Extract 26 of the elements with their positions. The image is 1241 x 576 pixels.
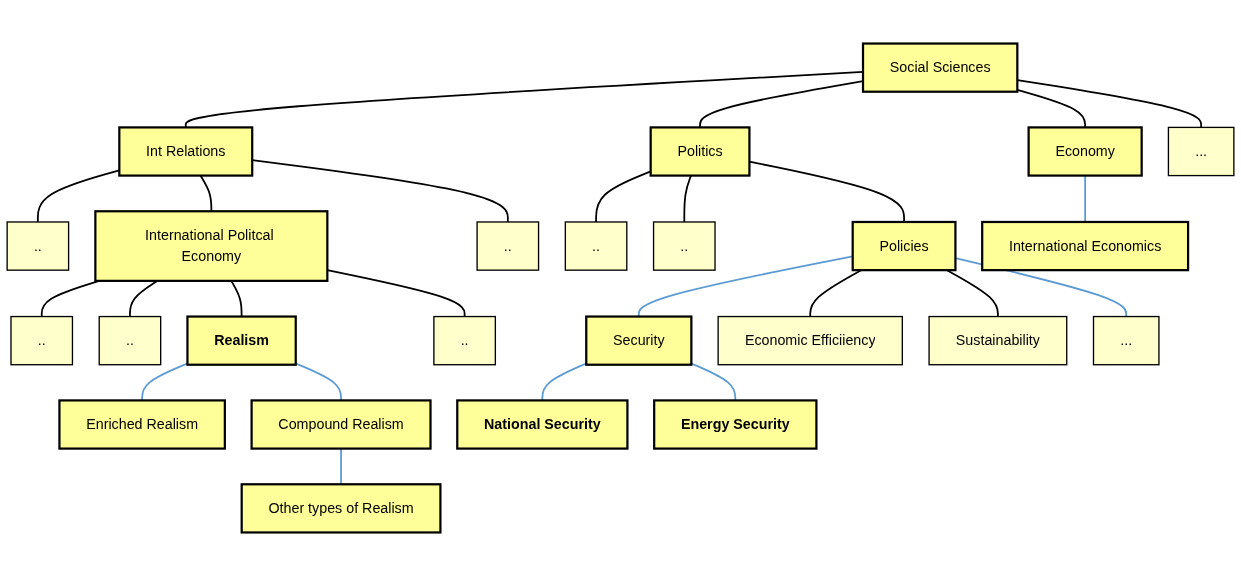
node-box: National Security xyxy=(456,399,629,450)
node-box: .. xyxy=(564,221,628,271)
node-box: Realism xyxy=(186,315,297,366)
node-box: Sustainability xyxy=(928,315,1068,366)
node-box: Int Relations xyxy=(118,126,254,177)
node-box: Energy Security xyxy=(653,399,818,450)
node-box: Security xyxy=(585,315,693,366)
node-box: International Politcal Economy xyxy=(94,210,329,282)
node-box: .. xyxy=(6,221,70,271)
node-box: .. xyxy=(98,315,162,366)
node-box: .. xyxy=(10,315,74,366)
node-box: Economy xyxy=(1027,126,1143,177)
node-box: Economic Efficiiency xyxy=(717,315,903,366)
node-box: Other types of Realism xyxy=(240,483,442,534)
node-box: International Economics xyxy=(981,220,1190,272)
node-box: ... xyxy=(1167,126,1235,177)
node-box: Social Sciences xyxy=(861,42,1019,93)
node-box: .. xyxy=(433,315,497,366)
node-box: Compound Realism xyxy=(250,399,432,450)
node-box: Politics xyxy=(649,126,751,177)
node-box: Enriched Realism xyxy=(58,399,226,450)
node-box: .. xyxy=(476,221,540,271)
node-box: ... xyxy=(1092,315,1160,366)
node-box: Policies xyxy=(851,220,957,272)
connector xyxy=(1016,79,1203,129)
node-box: .. xyxy=(652,221,716,271)
